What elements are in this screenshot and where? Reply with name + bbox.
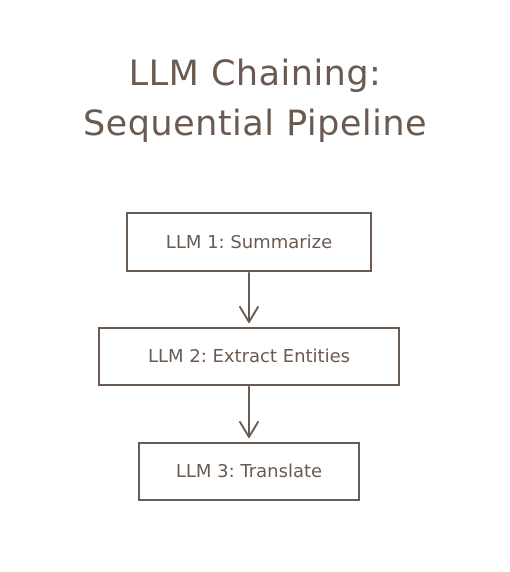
node-llm-2-extract-entities: LLM 2: Extract Entities bbox=[98, 327, 400, 386]
node-llm-3-translate: LLM 3: Translate bbox=[138, 442, 360, 501]
arrow-n2-to-n3 bbox=[239, 386, 259, 438]
diagram-title-line-1: LLM Chaining: bbox=[128, 54, 382, 94]
node-llm-1-summarize: LLM 1: Summarize bbox=[126, 212, 372, 272]
arrow-n1-to-n2 bbox=[239, 272, 259, 323]
diagram-title-line-2: Sequential Pipeline bbox=[82, 104, 428, 144]
node-label: LLM 2: Extract Entities bbox=[147, 346, 351, 367]
node-label: LLM 1: Summarize bbox=[165, 231, 333, 253]
node-label: LLM 3: Translate bbox=[175, 461, 323, 482]
